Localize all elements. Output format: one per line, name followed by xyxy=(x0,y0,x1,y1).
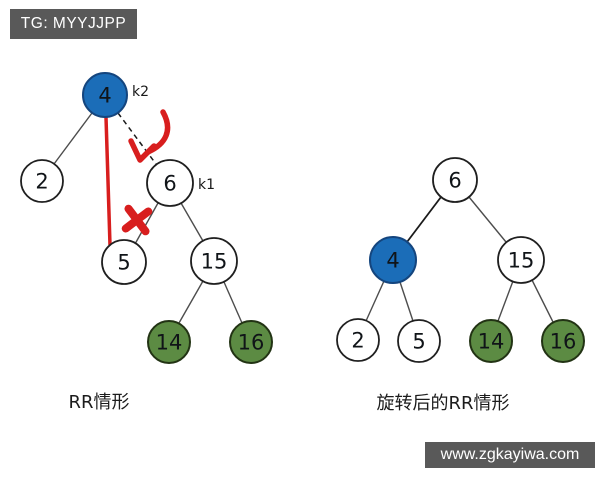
left-node-14-value: 14 xyxy=(156,330,183,354)
right-node-4-circle xyxy=(369,236,417,284)
right-node-5-circle xyxy=(397,319,441,363)
right-node-6-circle xyxy=(432,157,478,203)
left-node-6-circle xyxy=(146,159,194,207)
left-edge-6-15 xyxy=(180,202,204,242)
left-node-2-value: 2 xyxy=(35,169,48,193)
right-node-5-value: 5 xyxy=(412,329,425,353)
label-k2: k2 xyxy=(132,84,149,100)
right-node-15-circle xyxy=(497,236,545,284)
right-tree-caption: 旋转后的RR情形 xyxy=(376,393,510,414)
right-tree: 6 4 15 2 5 14 16 xyxy=(336,157,585,363)
right-node-4-value: 4 xyxy=(386,248,399,272)
left-edge-4-6-dashed xyxy=(117,112,157,165)
label-k1: k1 xyxy=(198,177,215,193)
right-node-15-value: 15 xyxy=(508,248,535,272)
left-node-2-circle xyxy=(20,159,64,203)
left-node-16-circle xyxy=(229,320,273,364)
right-node-16-circle xyxy=(541,319,585,363)
right-node-14-value: 14 xyxy=(478,329,505,353)
right-edge-6-4 xyxy=(406,196,442,243)
red-link-line-4-5 xyxy=(104,116,112,246)
left-edge-6-5 xyxy=(134,202,159,245)
left-tree-caption: RR情形 xyxy=(68,392,130,413)
left-edge-15-16 xyxy=(223,281,243,324)
left-edge-4-2 xyxy=(53,112,93,165)
left-edge-15-14 xyxy=(178,280,204,324)
left-node-6-value: 6 xyxy=(163,171,176,195)
left-node-4-value: 4 xyxy=(98,83,111,107)
red-x-icon xyxy=(121,204,153,236)
right-edge-4-5 xyxy=(399,281,414,322)
left-tree: 4 2 6 5 15 14 16 k2 k1 xyxy=(20,72,273,364)
watermark-website-badge: www.zgkayiwa.com xyxy=(425,442,595,468)
right-node-6-value: 6 xyxy=(448,168,461,192)
right-node-2-value: 2 xyxy=(351,328,364,352)
left-node-15-value: 15 xyxy=(201,249,228,273)
left-node-14-circle xyxy=(147,320,191,364)
right-node-16-value: 16 xyxy=(550,329,577,353)
right-edge-15-14 xyxy=(497,280,514,322)
left-node-4-circle xyxy=(82,72,128,118)
rotation-arrow-icon xyxy=(128,109,171,163)
left-node-15-circle xyxy=(190,237,238,285)
left-node-16-value: 16 xyxy=(238,330,265,354)
right-edge-15-16 xyxy=(531,279,554,323)
right-edge-6-15 xyxy=(468,196,507,243)
right-node-14-circle xyxy=(469,319,513,363)
left-node-5-value: 5 xyxy=(117,250,130,274)
right-node-2-circle xyxy=(336,318,380,362)
right-edge-4-2 xyxy=(365,280,385,322)
left-node-5-circle xyxy=(101,239,147,285)
watermark-telegram-badge: TG: MYYJJPP xyxy=(10,9,137,39)
